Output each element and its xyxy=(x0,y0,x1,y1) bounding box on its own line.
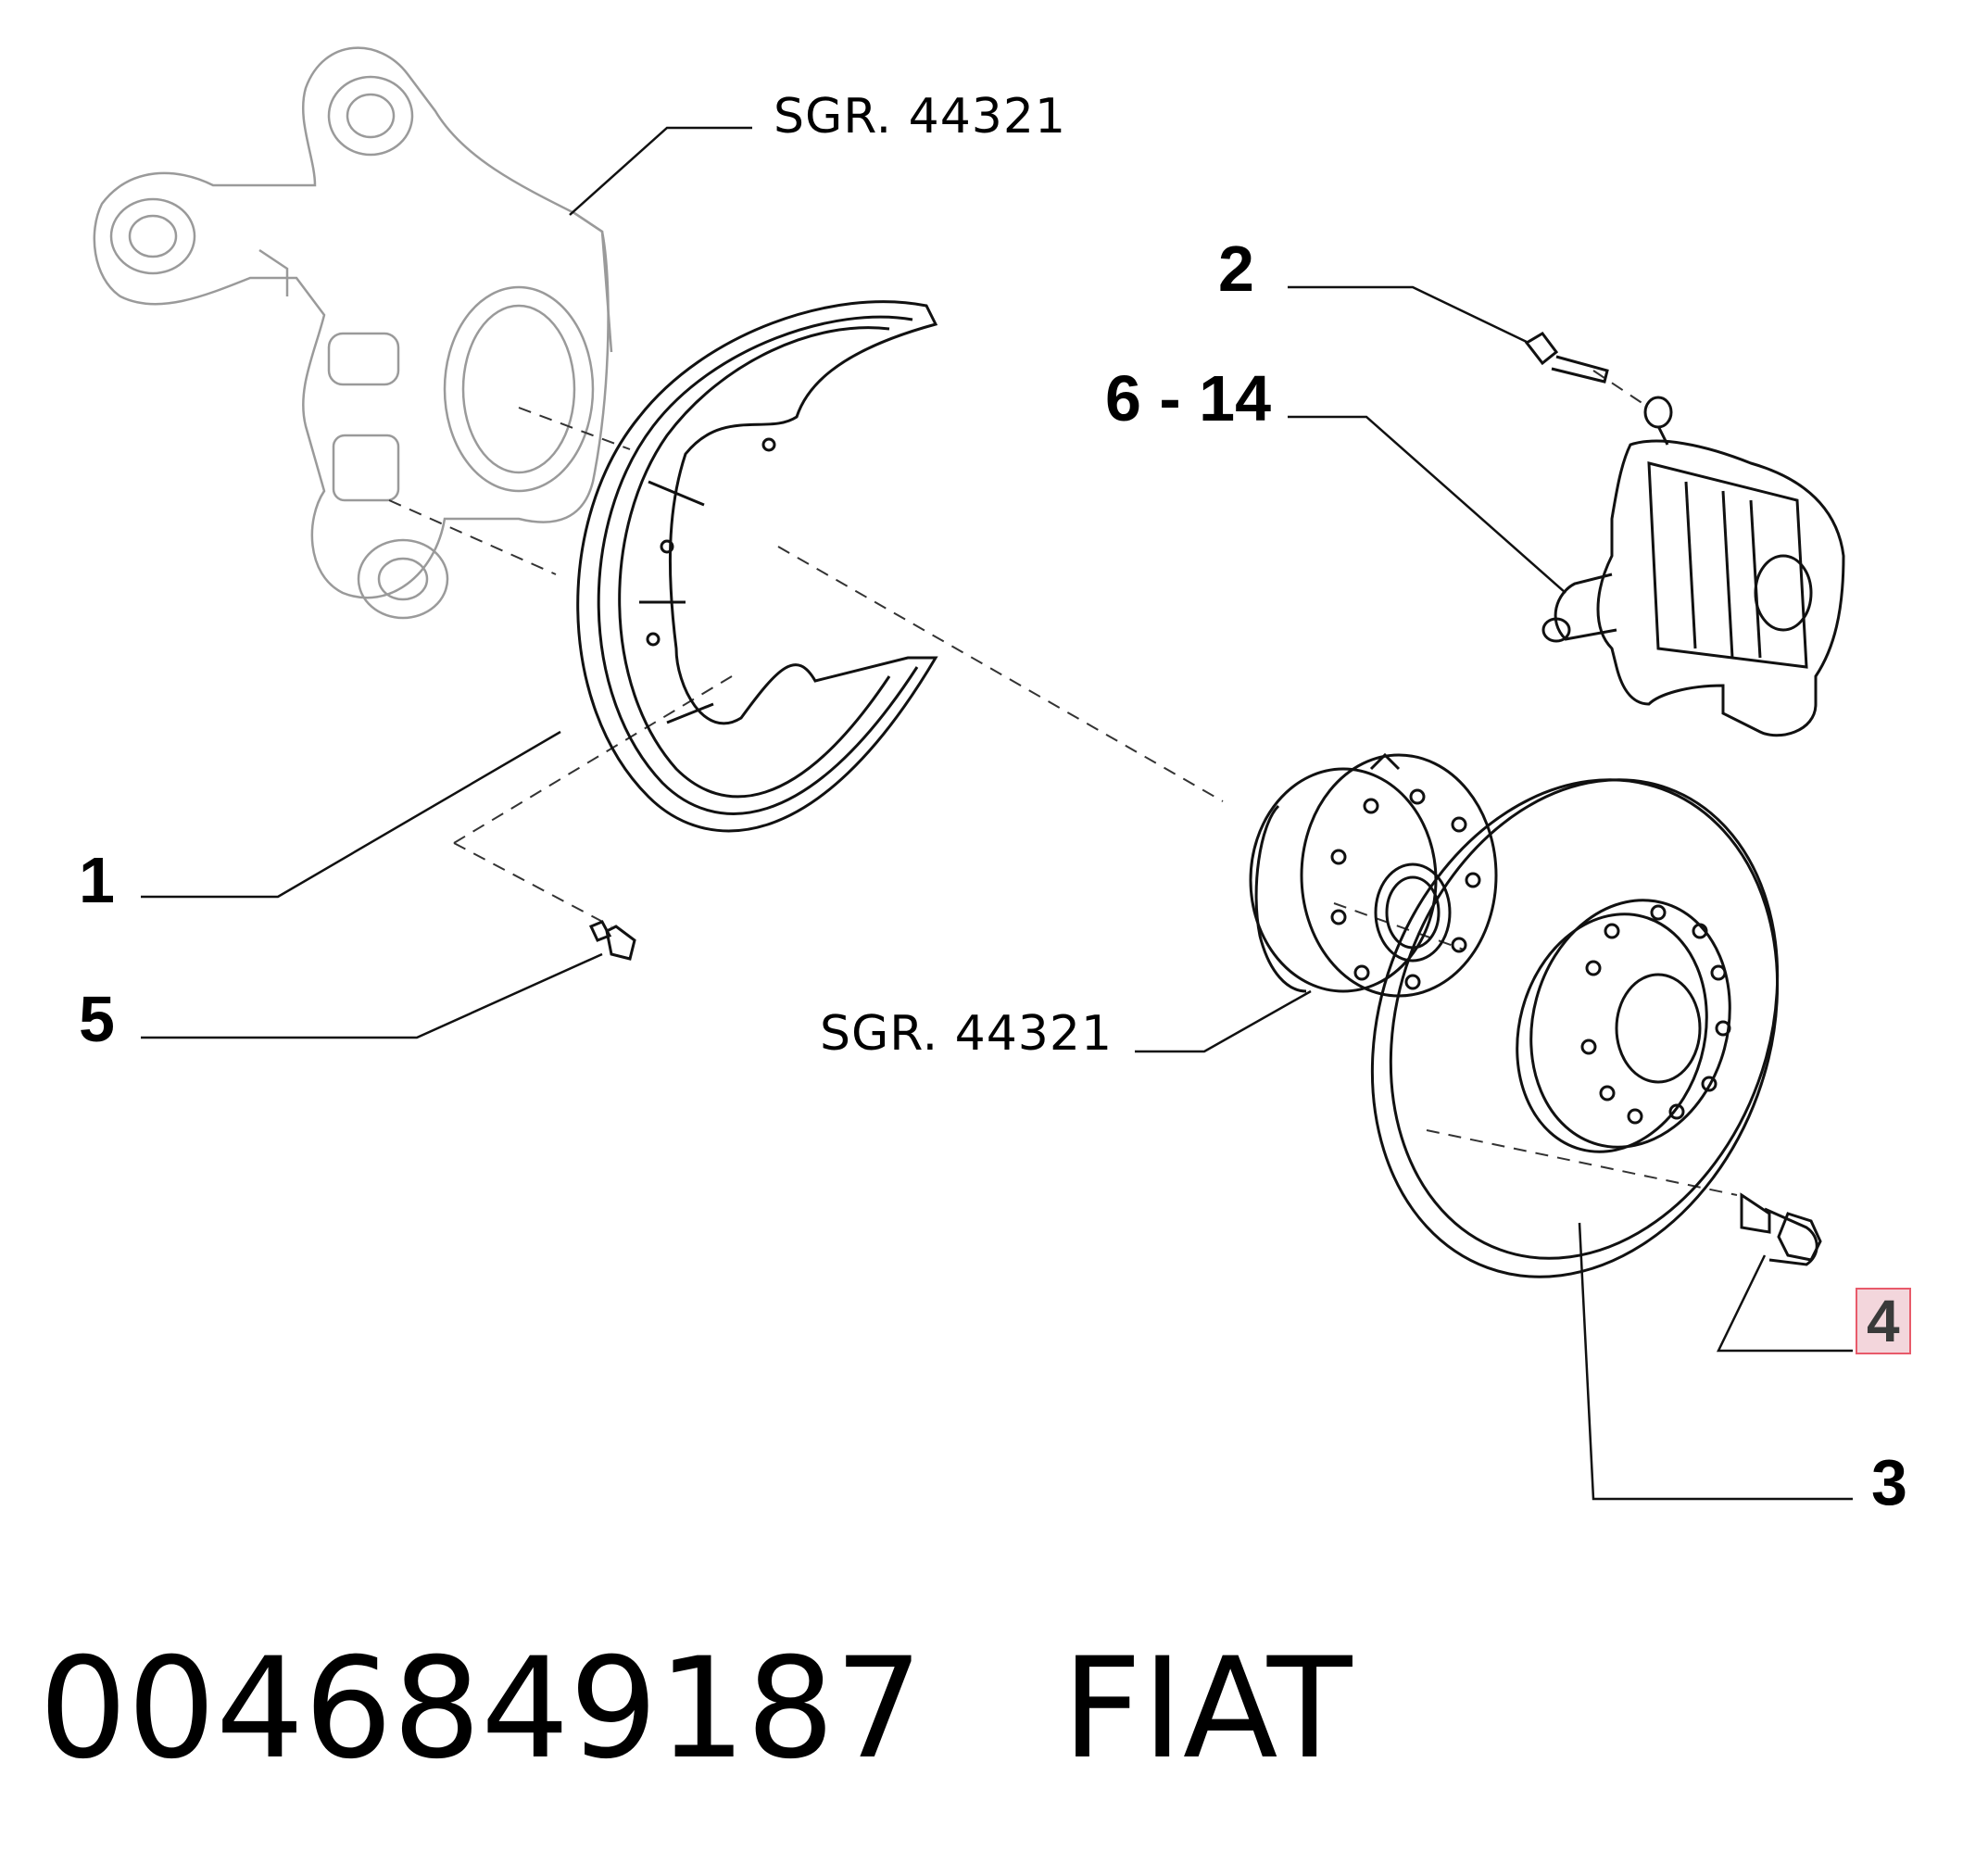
disc-screw xyxy=(1740,1192,1822,1266)
callout-6-14: 6 - 14 xyxy=(1105,362,1271,434)
callout-2: 2 xyxy=(1218,233,1254,305)
assembly-lines xyxy=(388,370,1738,1196)
shield-screw xyxy=(588,920,636,961)
steering-knuckle xyxy=(93,46,613,620)
ref-label-middle: SGR. 44321 xyxy=(820,1006,1114,1062)
caliper-bolt xyxy=(1524,332,1609,384)
exploded-parts-diagram xyxy=(93,46,1853,1501)
callout-5: 5 xyxy=(79,983,115,1055)
callout-4-highlighted[interactable]: 4 xyxy=(1856,1288,1911,1354)
brake-disc xyxy=(1370,778,1780,1278)
wheel-hub xyxy=(1249,752,1498,998)
dust-shield xyxy=(576,300,938,833)
leader-lines xyxy=(141,126,1853,1501)
ref-label-top: SGR. 44321 xyxy=(774,89,1067,145)
brand-name: FIAT xyxy=(1062,1629,1353,1790)
brake-caliper xyxy=(1541,396,1845,737)
part-number: 0046849187 xyxy=(39,1629,924,1790)
callout-1: 1 xyxy=(79,844,115,916)
callout-3: 3 xyxy=(1871,1446,1907,1518)
